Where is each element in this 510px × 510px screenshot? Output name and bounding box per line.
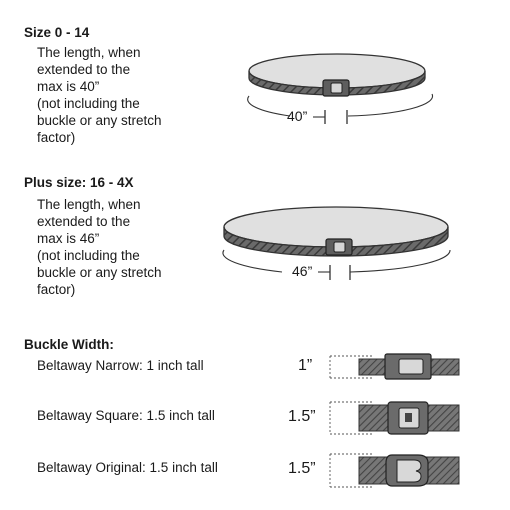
buckle-height-narrow: 1” [298,357,313,374]
belt-buckle [322,79,350,97]
description-line: max is 40” [37,79,100,94]
size-heading-plus: Plus size: 16 - 4X [24,175,134,190]
description-line: buckle or any stretch [37,265,162,280]
buckle-height-original: 1.5” [288,460,316,477]
description-line: factor) [37,130,76,145]
size-heading-regular: Size 0 - 14 [24,25,90,40]
belt-loop-plus [223,206,449,257]
buckle-width-title: Buckle Width: [24,337,114,352]
length-dimension-regular [247,93,434,124]
description-line: max is 46” [37,231,100,246]
description-line: (not including the [37,96,140,111]
buckle-height-square: 1.5” [288,408,316,425]
belt-buckle [325,238,353,256]
description-line: The length, when [37,45,141,60]
buckle-narrow-diagram [329,353,460,380]
buckle-square-diagram [329,401,460,435]
description-line: The length, when [37,197,141,212]
description-line: factor) [37,282,76,297]
description-line: (not including the [37,248,140,263]
size-description-regular: The length, when extended to the max is … [37,44,187,146]
buckle-label-square: Beltaway Square: 1.5 inch tall [37,408,215,423]
buckle-label-narrow: Beltaway Narrow: 1 inch tall [37,358,204,373]
length-dimension-plus [222,249,451,280]
description-line: buckle or any stretch [37,113,162,128]
length-measure-plus: 46” [292,263,313,279]
size-description-plus: The length, when extended to the max is … [37,196,187,298]
length-measure-regular: 40” [287,108,308,124]
buckle-original-diagram [329,453,460,488]
description-line: extended to the [37,214,131,229]
description-line: extended to the [37,62,131,77]
belt-loop-regular [248,53,426,97]
buckle-label-original: Beltaway Original: 1.5 inch tall [37,460,218,475]
